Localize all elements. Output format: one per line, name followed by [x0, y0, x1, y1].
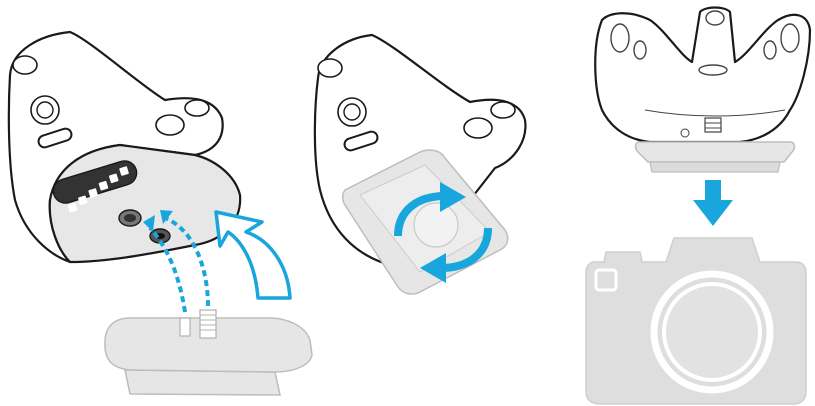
mount-plate-3: [636, 142, 795, 172]
arrow-down-icon: [693, 180, 733, 226]
panel-attach-plate: [9, 32, 312, 395]
camera-icon: [586, 238, 806, 404]
mount-plate-1: [105, 310, 312, 395]
tracker-body-1: [9, 32, 240, 262]
panel-rotate-plate: [315, 35, 526, 294]
mount-screw: [200, 310, 216, 338]
push-up-arrow-icon: [216, 212, 290, 298]
panel-camera-mount: [586, 8, 810, 405]
tracker-body-3: [595, 8, 810, 143]
